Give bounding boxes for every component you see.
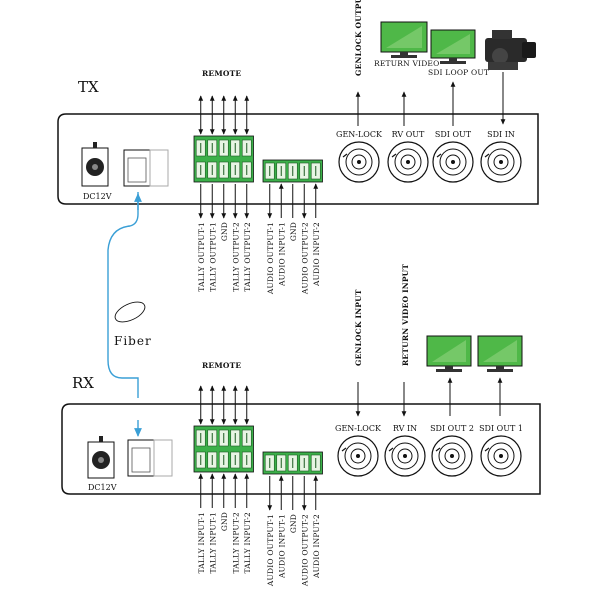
tx-genlock-output-label: GENLOCK OUTPUT [354, 0, 363, 76]
tx-fiber-connector [123, 149, 169, 187]
rx-bnc-port[interactable]: GEN-LOCK [335, 424, 382, 477]
rx-monitor-1 [477, 335, 523, 372]
rx-port-label: RV IN [393, 424, 417, 433]
tx-audio-label: AUDIO OUTPUT-1 [266, 222, 275, 295]
rx-title: RX [72, 374, 94, 392]
tx-audio-label: AUDIO INPUT-2 [312, 222, 321, 287]
rx-bnc-ports: GEN-LOCK RV IN SDI OUT 2 SDI OUT 1 [335, 424, 523, 477]
rx-return-video-input-label: RETURN VIDEO INPUT [401, 264, 410, 366]
tx-tally-label: TALLY OUTPUT-1 [208, 222, 217, 292]
fiber-link: Fiber [107, 192, 152, 437]
tx-title: TX [78, 78, 99, 96]
rx-monitor-2 [426, 335, 472, 372]
tx-audio-label: AUDIO INPUT-1 [277, 222, 286, 287]
tx-port-label: GEN-LOCK [336, 130, 383, 139]
tx-bnc-port[interactable]: SDI OUT [432, 130, 474, 183]
rx-power-label: DC12V [88, 483, 117, 492]
fiber-loop [114, 301, 146, 323]
rx-audio-label: AUDIO OUTPUT-1 [266, 514, 275, 587]
tx-sdi-loop-label: SDI LOOP OUT [428, 68, 489, 77]
rx-port-label: SDI OUT 1 [479, 424, 523, 433]
tx-monitor-return [380, 21, 428, 58]
rx-tally-label: TALLY INPUT-2 [243, 512, 252, 574]
rx-port-label: GEN-LOCK [335, 424, 382, 433]
tx-chassis [57, 113, 539, 205]
rx-port-label: SDI OUT 2 [430, 424, 474, 433]
tx-monitor-loop [430, 29, 476, 64]
tx-return-video-label: RETURN VIDEO [374, 59, 439, 68]
fiber-label: Fiber [114, 334, 152, 348]
rx-bnc-port[interactable]: SDI OUT 2 [430, 424, 474, 477]
tx-port-label: SDI IN [487, 130, 515, 139]
tx-bnc-port[interactable]: RV OUT [387, 130, 429, 183]
rx-tally-label: GND [220, 512, 229, 531]
rx-audio-label: AUDIO INPUT-2 [312, 514, 321, 579]
tx-tally-label: GND [220, 222, 229, 241]
tx-tally-label: TALLY OUTPUT-2 [243, 222, 252, 292]
tx-power-label: DC12V [83, 192, 112, 201]
rx-bnc-port[interactable]: RV IN [384, 424, 426, 477]
rx-audio-label: AUDIO INPUT-1 [277, 514, 286, 579]
fiber-cable [107, 192, 139, 398]
rx-remote-label: REMOTE [202, 361, 241, 370]
tx-port-label: SDI OUT [435, 130, 472, 139]
tx-port-label: RV OUT [392, 130, 425, 139]
rx-fiber-connector [127, 439, 173, 477]
tx-tally-label: TALLY OUTPUT-2 [231, 222, 240, 292]
rx-audio-label: GND [289, 514, 298, 533]
tx-remote-label: REMOTE [202, 69, 241, 78]
tx-bnc-ports: GEN-LOCK RV OUT SDI OUT SDI IN [336, 130, 522, 183]
rx-power-jack [87, 436, 115, 479]
tx-bnc-port[interactable]: GEN-LOCK [336, 130, 383, 183]
rx-audio-label: AUDIO OUTPUT-2 [300, 514, 309, 587]
rx-bnc-port[interactable]: SDI OUT 1 [479, 424, 523, 477]
rx-tally-label: TALLY INPUT-2 [231, 512, 240, 574]
tx-camera [485, 30, 536, 70]
rx-tally-label: TALLY INPUT-1 [197, 512, 206, 574]
tx-power-jack [81, 142, 109, 187]
tx-bnc-port[interactable]: SDI IN [480, 130, 522, 183]
rx-chassis [61, 403, 541, 495]
rx-tally-label: TALLY INPUT-1 [208, 512, 217, 574]
tx-audio-label: AUDIO OUTPUT-2 [300, 222, 309, 295]
tx-tally-label: TALLY OUTPUT-1 [197, 222, 206, 292]
rx-genlock-input-label: GENLOCK INPUT [354, 289, 363, 366]
tx-audio-label: GND [289, 222, 298, 241]
